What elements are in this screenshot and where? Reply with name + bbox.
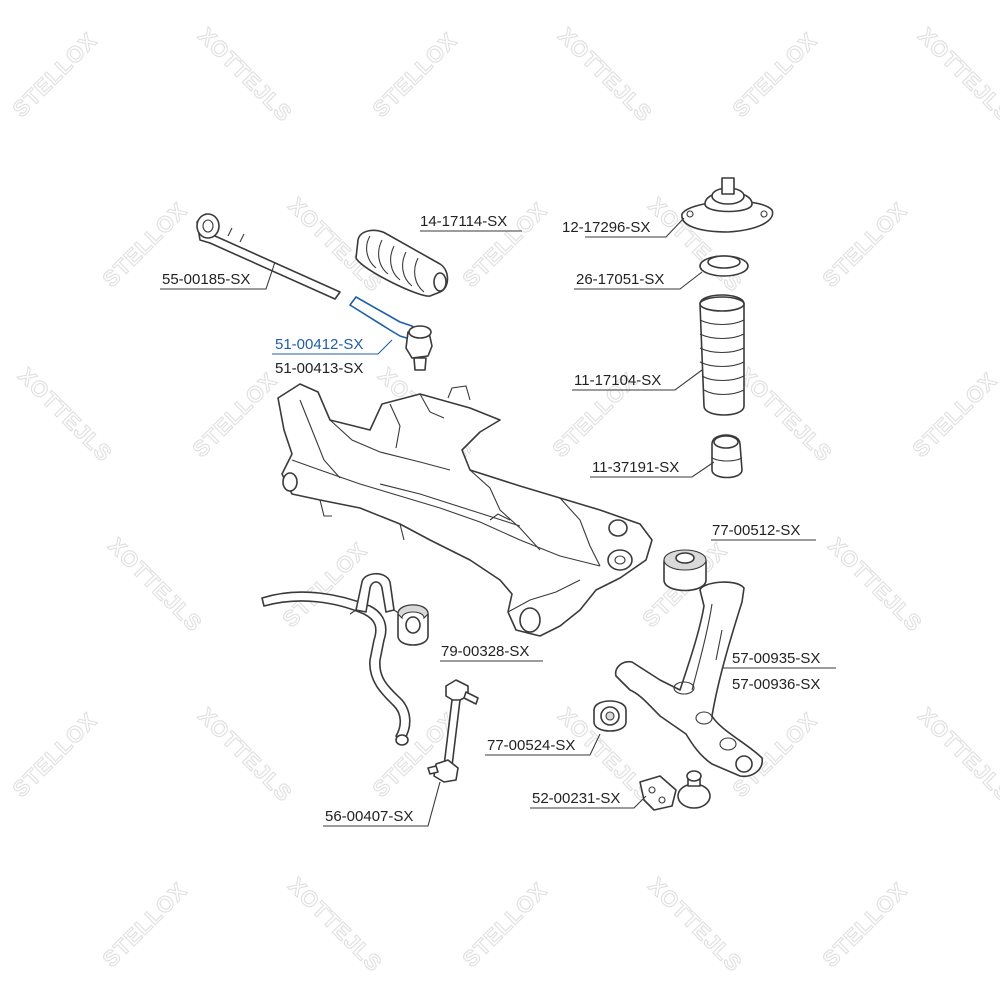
ball-joint-part[interactable] <box>639 770 711 811</box>
watermark-text: XOTTEJLS <box>13 363 117 467</box>
label-stabilizer-link[interactable]: 56-00407-SX <box>325 808 413 825</box>
label-arm-bushing-front[interactable]: 77-00524-SX <box>487 737 575 754</box>
bump-stop-part[interactable] <box>711 434 743 479</box>
tie-rod-axial-part[interactable] <box>196 213 341 300</box>
watermark-text: STELLOX <box>818 198 912 292</box>
watermark-text: XOTTEJLS <box>733 363 837 467</box>
label-tie-rod-end-right[interactable]: 51-00413-SX <box>275 360 363 377</box>
control-arm-part[interactable] <box>614 581 763 778</box>
label-stabilizer-bushing[interactable]: 79-00328-SX <box>441 643 529 660</box>
watermark-text: XOTTEJLS <box>193 23 297 127</box>
watermark-text: XOTTEJLS <box>913 703 1000 807</box>
watermark-text: STELLOX <box>728 28 822 122</box>
stabilizer-bushing-part[interactable] <box>397 604 429 646</box>
leader-lines <box>160 217 836 827</box>
watermark-text: XOTTEJLS <box>193 703 297 807</box>
label-control-arm-right[interactable]: 57-00936-SX <box>732 676 820 693</box>
watermark-text: XOTTEJLS <box>283 873 387 977</box>
part-labels: 55-00185-SX 14-17114-SX 51-00412-SX 51-0… <box>162 213 820 825</box>
strut-mount-part[interactable] <box>681 177 774 233</box>
tie-rod-end-part[interactable] <box>349 296 433 371</box>
arm-bushing-front-part[interactable] <box>593 700 627 732</box>
watermark-text: XOTTEJLS <box>103 533 207 637</box>
label-bump-stop[interactable]: 11-37191-SX <box>592 459 679 476</box>
watermark-text: STELLOX <box>98 878 192 972</box>
stabilizer-bracket-part <box>349 572 401 615</box>
label-strut-mount[interactable]: 12-17296-SX <box>562 219 650 236</box>
label-dust-cover[interactable]: 11-17104-SX <box>574 372 661 389</box>
stabilizer-link-part[interactable] <box>427 679 479 783</box>
arm-bushing-rear-part[interactable] <box>663 549 707 592</box>
watermark-text: STELLOX <box>8 708 102 802</box>
label-tie-rod-axial[interactable]: 55-00185-SX <box>162 271 250 288</box>
watermark-text: XOTTEJLS <box>913 23 1000 127</box>
label-ball-joint[interactable]: 52-00231-SX <box>532 790 620 807</box>
label-tie-rod-end-left[interactable]: 51-00412-SX <box>275 336 363 353</box>
strut-bearing-part[interactable] <box>699 255 749 277</box>
label-arm-bushing-rear[interactable]: 77-00512-SX <box>712 522 800 539</box>
watermark-text: STELLOX <box>908 368 1000 462</box>
watermark-text: STELLOX <box>8 28 102 122</box>
label-steering-boot[interactable]: 14-17114-SX <box>420 213 507 230</box>
watermark-text: STELLOX <box>458 878 552 972</box>
subframe-part <box>277 383 653 637</box>
dust-cover-part[interactable] <box>699 294 745 416</box>
watermark-text: XOTTEJLS <box>643 873 747 977</box>
steering-boot-part[interactable] <box>355 229 449 297</box>
label-control-arm-left[interactable]: 57-00935-SX <box>732 650 820 667</box>
label-strut-bearing[interactable]: 26-17051-SX <box>576 271 664 288</box>
watermark-text: STELLOX <box>818 878 912 972</box>
stabilizer-bar-part <box>261 591 411 746</box>
watermark-text: STELLOX <box>458 198 552 292</box>
watermark-text: STELLOX <box>278 538 372 632</box>
watermark-text: STELLOX <box>368 28 462 122</box>
watermark-text: XOTTEJLS <box>823 533 927 637</box>
watermark-text: XOTTEJLS <box>553 23 657 127</box>
watermark-text: STELLOX <box>188 368 282 462</box>
